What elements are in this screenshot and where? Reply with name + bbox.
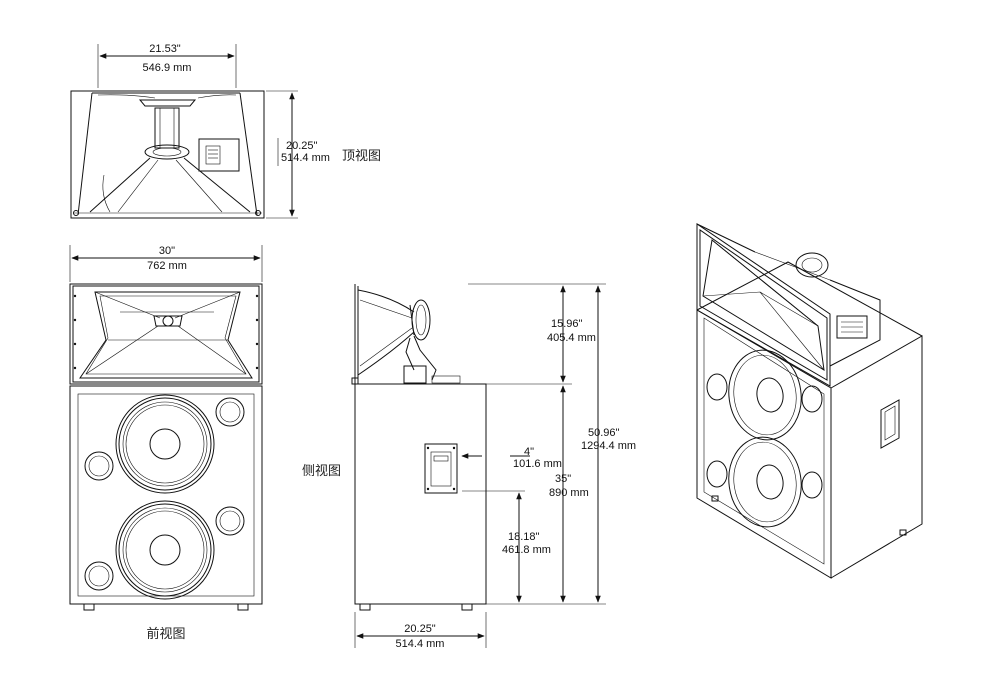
top-width-in: 21.53" — [149, 43, 181, 55]
side-horn-mm: 405.4 mm — [547, 332, 596, 344]
front-width-mm: 762 mm — [147, 260, 187, 272]
side-cabinet-in: 35" — [555, 473, 571, 485]
side-total-mm: 1294.4 mm — [581, 440, 636, 452]
front-width-in: 30" — [159, 245, 175, 257]
side-horn-in: 15.96" — [551, 318, 583, 330]
side-depth-mm: 514.4 mm — [396, 638, 445, 650]
front-view: 30" 762 mm — [69, 245, 263, 642]
isometric-view — [696, 223, 923, 579]
side-plate-offset-mm: 101.6 mm — [513, 458, 562, 470]
top-view-label: 顶视图 — [342, 149, 381, 164]
side-total-in: 50.96" — [588, 427, 620, 439]
top-view: 21.53" 546.9 mm — [70, 43, 381, 219]
side-plate-height-mm: 461.8 mm — [502, 544, 551, 556]
top-depth-in: 20.25" — [286, 140, 318, 152]
side-view: 4" 101.6 mm 15.96" 405.4 mm 35" 890 mm 5… — [302, 283, 636, 650]
side-plate-offset-in: 4" — [524, 446, 534, 458]
side-depth-in: 20.25" — [404, 623, 436, 635]
side-plate-height-in: 18.18" — [508, 531, 540, 543]
top-depth-mm: 514.4 mm — [281, 152, 330, 164]
top-width-mm: 546.9 mm — [143, 62, 192, 74]
side-cabinet-mm: 890 mm — [549, 487, 589, 499]
front-view-label: 前视图 — [146, 626, 185, 642]
side-view-label: 侧视图 — [302, 464, 341, 479]
